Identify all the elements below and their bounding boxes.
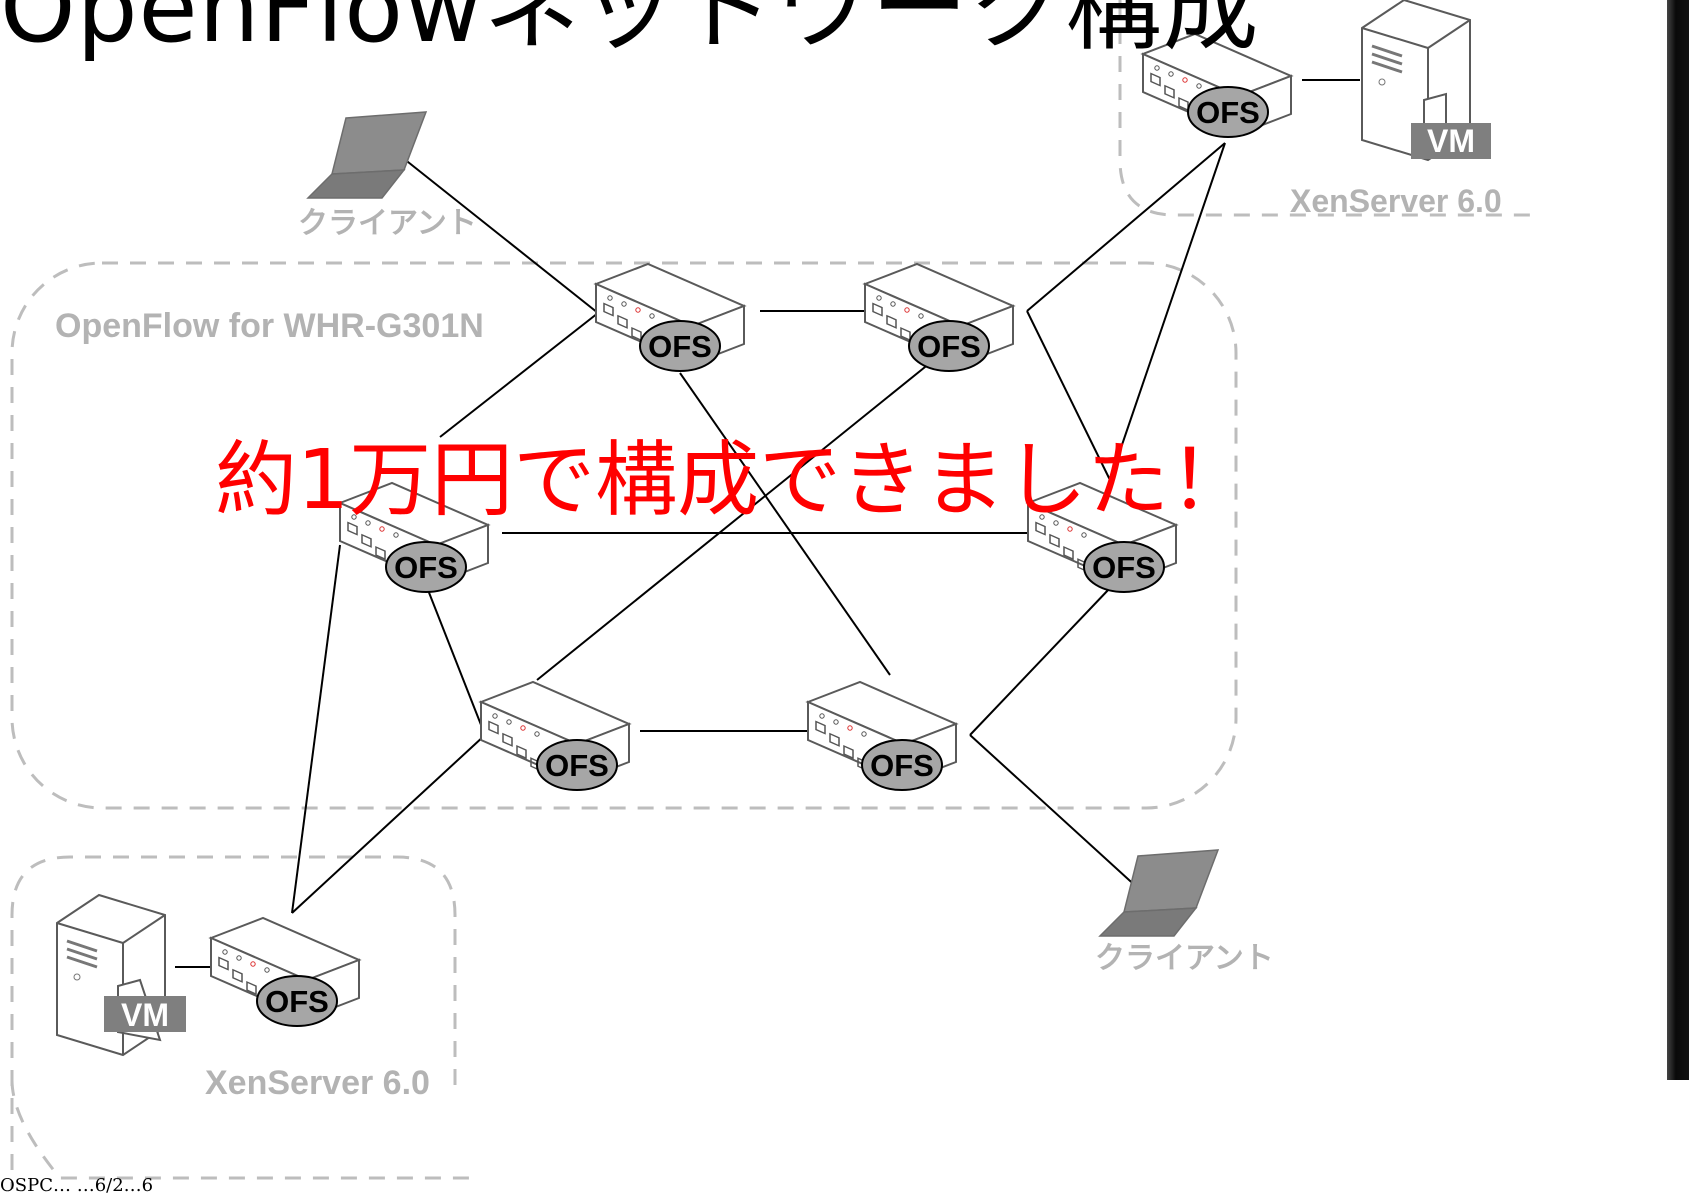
svg-text:OFS: OFS bbox=[1196, 95, 1260, 130]
xenserver-bottom-region bbox=[10, 855, 470, 1189]
ofs-badge: OFS bbox=[1083, 541, 1165, 593]
svg-text:OFS: OFS bbox=[870, 748, 934, 783]
openflow-region-label: OpenFlow for WHR-G301N bbox=[55, 307, 484, 345]
laptop-icon bbox=[307, 111, 427, 199]
vm-label: VM bbox=[121, 997, 169, 1033]
ofs-badge: OFS bbox=[908, 320, 990, 372]
svg-text:OFS: OFS bbox=[1092, 550, 1156, 585]
xenserver-bottom-label: XenServer 6.0 bbox=[205, 1064, 430, 1102]
svg-text:OFS: OFS bbox=[648, 329, 712, 364]
vm-badge: VM bbox=[104, 978, 186, 1042]
openflow-region bbox=[10, 261, 1238, 810]
svg-text:OFS: OFS bbox=[265, 984, 329, 1019]
xenserver-top-region bbox=[1118, 0, 1540, 217]
window-edge bbox=[1667, 0, 1689, 1080]
ofs-badge: OFS bbox=[861, 739, 943, 791]
cost-highlight-text: 約1万円で構成できました！ bbox=[215, 433, 1252, 528]
vm-label: VM bbox=[1427, 123, 1475, 159]
client-label-bottom: クライアント bbox=[1095, 941, 1274, 976]
svg-text:OFS: OFS bbox=[545, 748, 609, 783]
network-links bbox=[175, 79, 1360, 968]
ofs-badge: OFS bbox=[385, 541, 467, 593]
client-label-top: クライアント bbox=[298, 206, 477, 241]
ofs-badge: OFS bbox=[536, 739, 618, 791]
svg-text:OFS: OFS bbox=[917, 329, 981, 364]
ofs-badge: OFS bbox=[256, 975, 338, 1027]
laptop-icon bbox=[1099, 849, 1219, 937]
ofs-badge: OFS bbox=[1187, 86, 1269, 138]
footer-text: OSPC… …6/2…6 bbox=[0, 1175, 154, 1196]
ofs-badge: OFS bbox=[639, 320, 721, 372]
xenserver-top-label: XenServer 6.0 bbox=[1290, 183, 1502, 219]
svg-text:OFS: OFS bbox=[394, 550, 458, 585]
vm-badge: VM bbox=[1411, 92, 1491, 159]
slide-title: OpenFlowネットワーク構成 bbox=[0, 0, 1260, 64]
